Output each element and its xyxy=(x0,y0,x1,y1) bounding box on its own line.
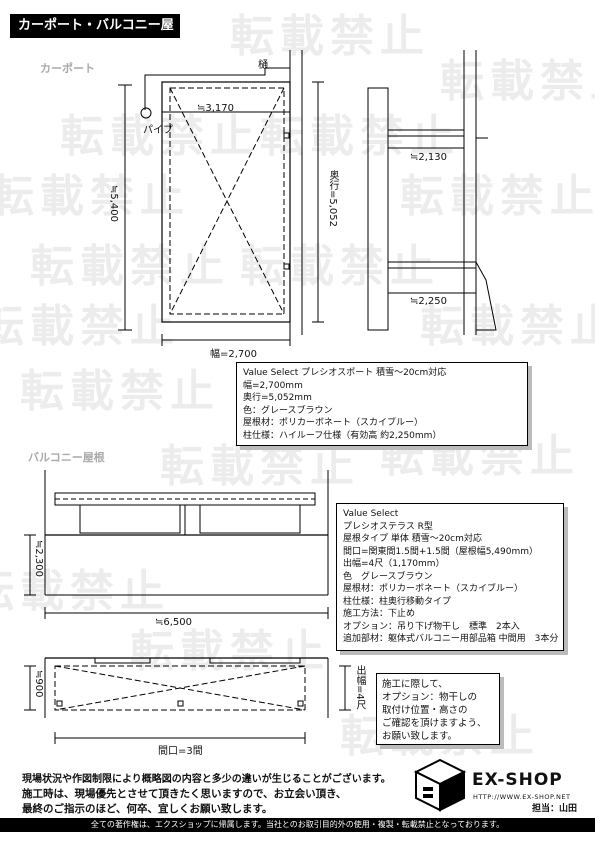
carport-width-bottom-label: 幅=2,700 xyxy=(210,349,258,360)
brand-url: HTTP://WWW.EX-SHOP.NET xyxy=(473,793,571,801)
brand-name: EX-SHOP xyxy=(472,770,563,790)
balcony-spec-line: オプション：吊り下げ物干し 標準 2本入 xyxy=(343,621,520,632)
carport-spec-box: Value Select プレシオスポート 積雪～20cm対応 幅=2,700m… xyxy=(236,362,528,446)
copyright-bar: 全ての著作権は、エクスショップに帰属します。当社とのお取引目的外の使用・複製・転… xyxy=(0,818,595,832)
carport-height-label: ≒5,400 xyxy=(108,185,119,223)
balcony-note-line: お願い致します。 xyxy=(382,731,458,742)
balcony-spec-line: 間口=関東間1.5間+1.5間（屋根幅5,490mm） xyxy=(343,546,539,557)
footer-note-line: 現場状況や作図制限により概略図の内容と多少の違いが生じることがございます。 xyxy=(22,774,391,785)
balcony-spec-line: 屋根タイプ 単体 積雪～20cm対応 xyxy=(343,534,482,544)
balcony-spec-line: 出幅=4尺（1,170mm） xyxy=(343,559,445,569)
gutter-label: 樋 xyxy=(258,60,268,71)
footer-note-line: 最終のご指示のほど、何卒、宜しくお願い致します。 xyxy=(22,803,273,815)
carport-spec-line: 奥行=5,052mm xyxy=(243,393,312,403)
balcony-width-label: ≒6,500 xyxy=(155,617,193,628)
staff-label: 担当：山田 xyxy=(532,804,578,814)
page-title: カーポート・バルコニー屋根 xyxy=(10,14,180,57)
balcony-note-line: ご確認を頂けますよう、 xyxy=(382,718,487,729)
balcony-section-label: バルコニー屋根 xyxy=(28,451,105,464)
balcony-spec-line: 柱仕様：柱奥行移動タイプ xyxy=(343,596,452,607)
balcony-note-line: 施工に際して、 xyxy=(382,679,448,690)
carport-spec-line: 幅=2,700mm xyxy=(243,380,303,391)
carport-spec-line: 柱仕様：ハイルーフ仕様（有効高 約2,250mm） xyxy=(243,430,442,441)
balcony-spec-line: 施工方法：下止め xyxy=(343,609,416,619)
balcony-depth-label: ≒900 xyxy=(33,670,44,698)
balcony-spec-line: 追加部材：躯体式バルコニー用部品箱 中間用 3本分 xyxy=(343,634,559,644)
balcony-frontage-label: 間口=3間 xyxy=(158,746,203,757)
balcony-height-label: ≒2,300 xyxy=(33,540,44,578)
balcony-spec-line: 屋根材：ポリカーボネート（スカイブルー） xyxy=(343,584,524,594)
footer-note-line: 施工時は、現場優先とさせて頂きたく思いますので、お立会い頂き、 xyxy=(22,788,347,800)
balcony-spec-line: Value Select xyxy=(343,509,399,519)
carport-depth-label: 奥行=5,052 xyxy=(327,170,338,228)
carport-side-upper-label: ≒2,130 xyxy=(410,152,448,163)
carport-spec-line: 色：グレースブラウン xyxy=(243,405,333,416)
carport-width-top-label: ≒3,170 xyxy=(197,103,235,114)
carport-spec-line: Value Select プレシオスポート 積雪～20cm対応 xyxy=(243,368,447,378)
footer-notes: 現場状況や作図制限により概略図の内容と多少の違いが生じることがございます。 施工… xyxy=(22,772,412,817)
carport-side-lower-label: ≒2,250 xyxy=(410,296,448,307)
pipe-label: パイプ xyxy=(143,125,173,136)
ex-shop-logo-icon xyxy=(413,758,467,812)
carport-spec-line: 屋根材：ポリカーボネート（スカイブルー） xyxy=(243,418,424,428)
balcony-spec-line: 色 グレースブラウン xyxy=(343,571,433,582)
balcony-note-line: オプション：物干しの xyxy=(382,692,478,703)
carport-section-label: カーポート xyxy=(40,62,95,75)
balcony-out-label: 出幅=4尺 xyxy=(354,665,365,710)
balcony-spec-box: Value Select プレシオステラス R型 屋根タイプ 単体 積雪～20c… xyxy=(336,503,564,651)
balcony-note-box: 施工に際して、 オプション：物干しの 取付け位置・高さの ご確認を頂けますよう、… xyxy=(376,673,500,745)
balcony-note-line: 取付け位置・高さの xyxy=(382,705,468,716)
balcony-spec-line: プレシオステラス R型 xyxy=(343,521,433,532)
